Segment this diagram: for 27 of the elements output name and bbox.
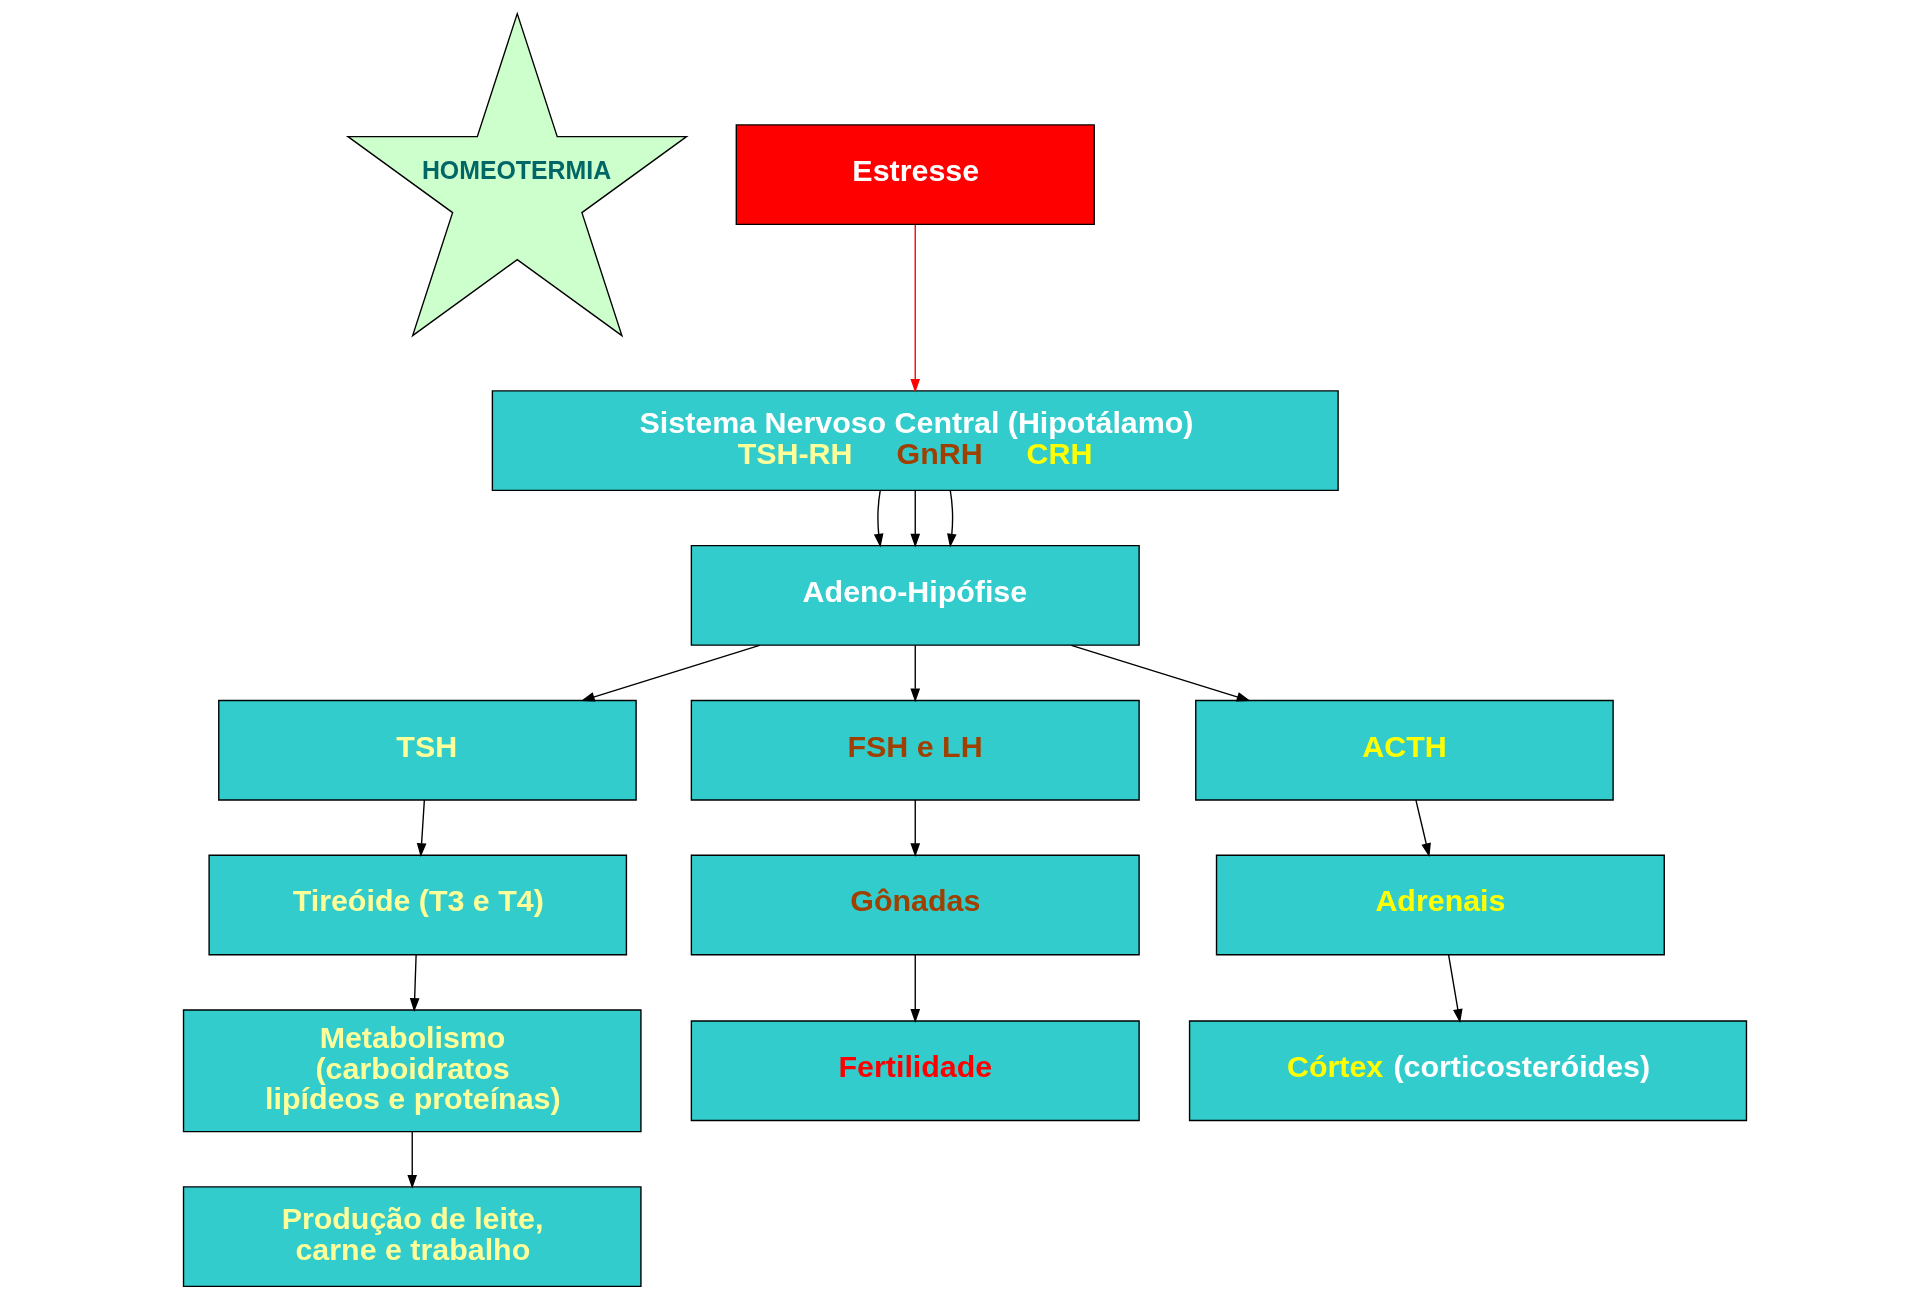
node-box: Produção de leite, carne e trabalho xyxy=(182,1186,642,1288)
arrow xyxy=(947,489,957,548)
node-box: Tireóide (T3 e T4) xyxy=(208,854,628,956)
arrow xyxy=(580,644,761,702)
arrow xyxy=(409,954,420,1012)
node-box: Adeno-Hipófise xyxy=(690,544,1140,646)
arrow xyxy=(1447,954,1463,1023)
arrow xyxy=(416,799,427,858)
arrow xyxy=(910,644,921,703)
arrow xyxy=(910,224,921,393)
arrow xyxy=(1415,799,1431,858)
node-box: FSH e LH xyxy=(690,699,1140,801)
node-box: Fertilidade xyxy=(690,1020,1140,1122)
arrow xyxy=(873,489,884,548)
node-box: Gônadas xyxy=(690,854,1140,956)
node-box: Córtex (corticosteróides) xyxy=(1188,1020,1748,1122)
node-box: Metabolismo (carboidratos lipídeos e proteínas) xyxy=(182,1009,642,1133)
arrow xyxy=(910,799,921,858)
node-box: Estresse xyxy=(735,124,1095,226)
arrow xyxy=(910,489,921,548)
node-box: Sistema Nervoso Central (Hipotálamo) TSH-RH GnRH CRH xyxy=(491,390,1339,492)
node-box: TSH xyxy=(218,699,637,801)
arrow xyxy=(407,1131,418,1189)
node-box: Adrenais xyxy=(1215,854,1665,956)
arrow xyxy=(910,954,921,1023)
arrow xyxy=(1070,644,1251,702)
node-box: ACTH xyxy=(1195,699,1614,801)
